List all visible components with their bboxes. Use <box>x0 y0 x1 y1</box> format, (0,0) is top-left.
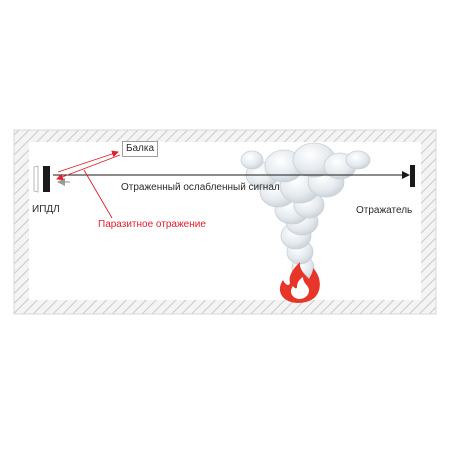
detector-label: ИПДЛ <box>32 204 60 215</box>
parasitic-reflection-arrows <box>56 150 121 219</box>
beam-label: Балка <box>122 141 158 157</box>
reflector-device <box>410 165 415 187</box>
room-walls <box>13 129 437 315</box>
fire-icon <box>279 262 320 303</box>
parasitic-reflection-label: Паразитное отражение <box>98 219 206 230</box>
detector-device <box>33 165 50 193</box>
smoke-cloud-icon <box>240 142 371 281</box>
signal-label: Отраженный ослабленный сигнал <box>121 182 280 193</box>
reflector-label: Отражатель <box>356 205 413 216</box>
